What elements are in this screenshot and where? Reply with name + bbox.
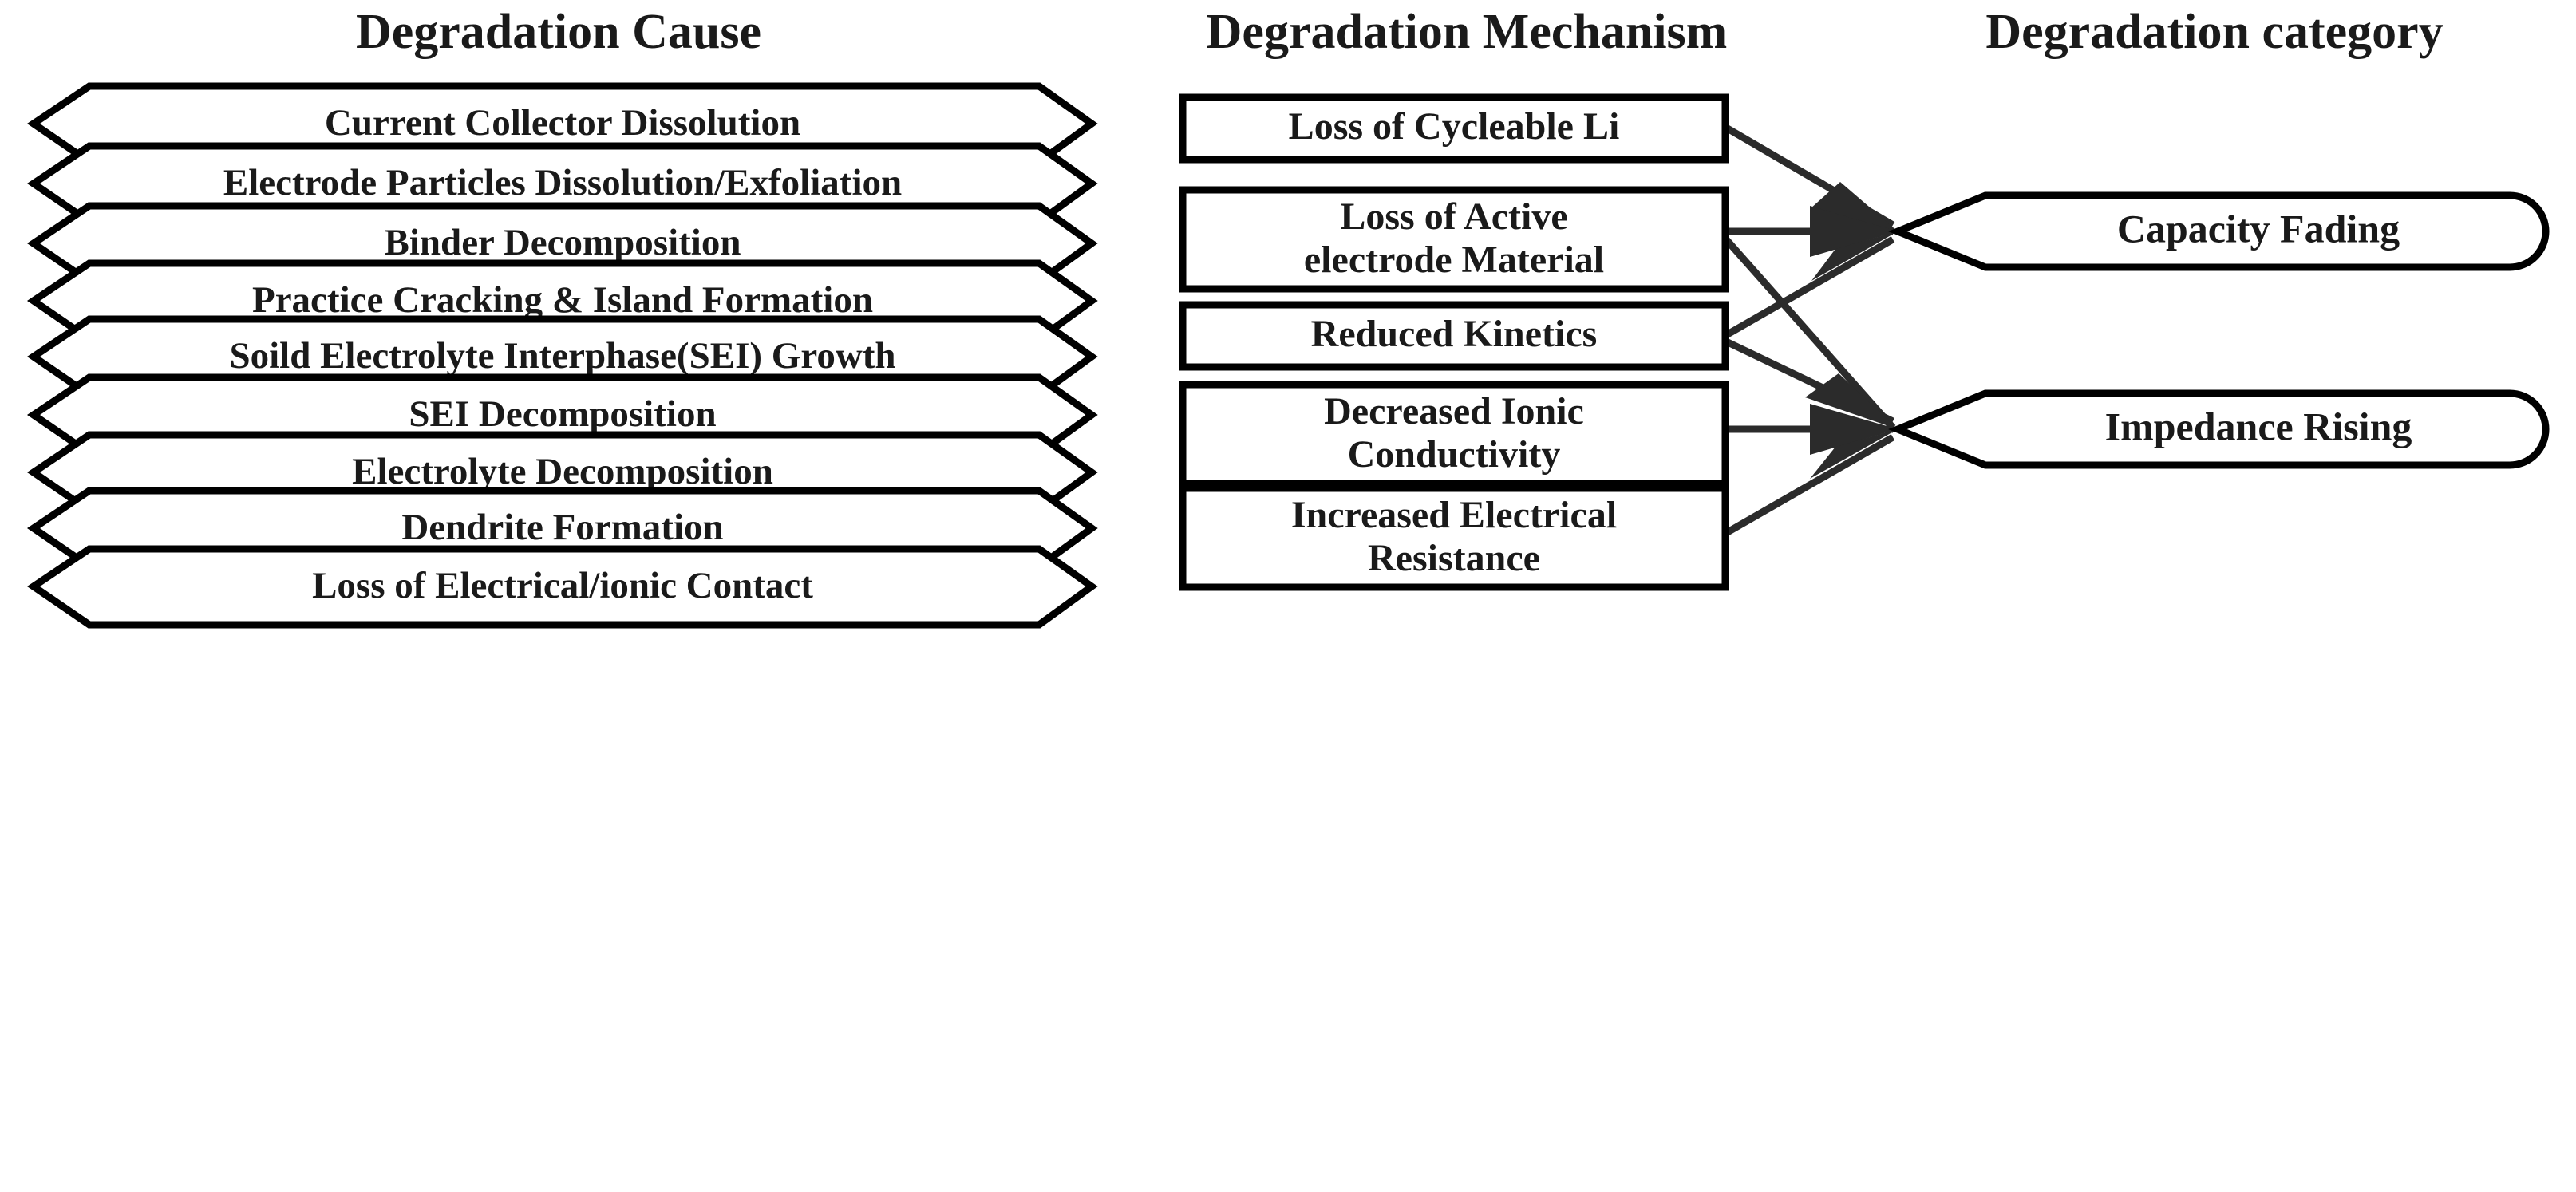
edge-reduced-kinetics-to-capacity-fading: [1724, 236, 1895, 338]
cause-label-1: Electrode Particles Dissolution/Exfoliat…: [223, 162, 902, 203]
arrowhead-active-material-imp: [1805, 373, 1898, 429]
mechanism-label-4-line-0: Increased Electrical: [1291, 494, 1617, 536]
category-node-1[interactable]: Impedance Rising: [1888, 389, 2550, 469]
cause-label-4: Soild Electrolyte Interphase(SEI) Growth: [229, 335, 895, 377]
mechanism-label-2-line-0: Reduced Kinetics: [1311, 313, 1598, 355]
arrowhead-ionic-conductivity: [1810, 404, 1898, 455]
mechanism-label-3-line-1: Conductivity: [1348, 433, 1561, 476]
cause-label-7: Dendrite Formation: [401, 507, 723, 548]
cause-node-8[interactable]: Loss of Electrical/ionic Contact: [26, 545, 1098, 629]
chevron-pill-shape: [1888, 191, 2550, 271]
mechanism-label-4-line-1: Resistance: [1368, 537, 1540, 579]
column-header-causes: Degradation Cause: [356, 5, 761, 59]
mechanism-node-3[interactable]: Decreased Ionic Conductivity: [1179, 381, 1729, 487]
cause-label-3: Practice Cracking & Island Formation: [252, 279, 873, 321]
categories-column: Capacity Fading Impedance Rising: [1888, 191, 2550, 469]
mechanism-node-4[interactable]: Increased Electrical Resistance: [1179, 484, 1729, 591]
cause-label-8: Loss of Electrical/ionic Contact: [312, 565, 813, 606]
mechanism-node-0[interactable]: Loss of Cycleable Li: [1179, 93, 1729, 164]
mechanism-label-1-line-1: electrode Material: [1304, 239, 1604, 281]
mechanisms-column: Loss of Cycleable Li Loss of Active elec…: [1179, 93, 1729, 591]
mechanism-label-0-line-0: Loss of Cycleable Li: [1289, 105, 1620, 148]
box-shape: [1179, 93, 1729, 164]
arrowhead-active-material-cap: [1810, 206, 1898, 257]
arrowhead-electrical-resistance: [1810, 429, 1898, 479]
mechanism-label-1-line-0: Loss of Active: [1340, 195, 1567, 238]
edges-layer: [1723, 124, 1898, 536]
cause-label-0: Current Collector Dissolution: [325, 102, 800, 144]
edge-electrical-resistance-to-impedance-rising: [1724, 434, 1895, 536]
causes-column: Current Collector Dissolution Electrode …: [26, 82, 1098, 629]
cause-label-5: SEI Decomposition: [409, 393, 716, 435]
box-shape: [1179, 381, 1729, 487]
hexagon-shape: [26, 545, 1098, 629]
box-shape: [1179, 484, 1729, 591]
edge-active-material-to-impedance-rising: [1723, 237, 1896, 430]
cause-label-2: Binder Decomposition: [385, 222, 741, 263]
arrowhead-cycleable-li: [1810, 182, 1898, 231]
column-header-mechanisms: Degradation Mechanism: [1207, 5, 1728, 59]
arrowhead-reduced-kinetics-cap: [1811, 231, 1898, 281]
box-shape: [1179, 186, 1729, 293]
box-shape: [1179, 301, 1729, 371]
chevron-pill-shape: [1888, 389, 2550, 469]
column-header-categories: Degradation category: [1985, 5, 2443, 59]
category-label-1: Impedance Rising: [2105, 404, 2412, 448]
mechanism-node-1[interactable]: Loss of Active electrode Material: [1179, 186, 1729, 293]
mechanism-node-2[interactable]: Reduced Kinetics: [1179, 301, 1729, 371]
category-node-0[interactable]: Capacity Fading: [1888, 191, 2550, 271]
mechanism-label-3-line-0: Decreased Ionic: [1324, 390, 1584, 432]
category-label-0: Capacity Fading: [2117, 206, 2400, 251]
cause-label-6: Electrolyte Decomposition: [352, 451, 773, 492]
